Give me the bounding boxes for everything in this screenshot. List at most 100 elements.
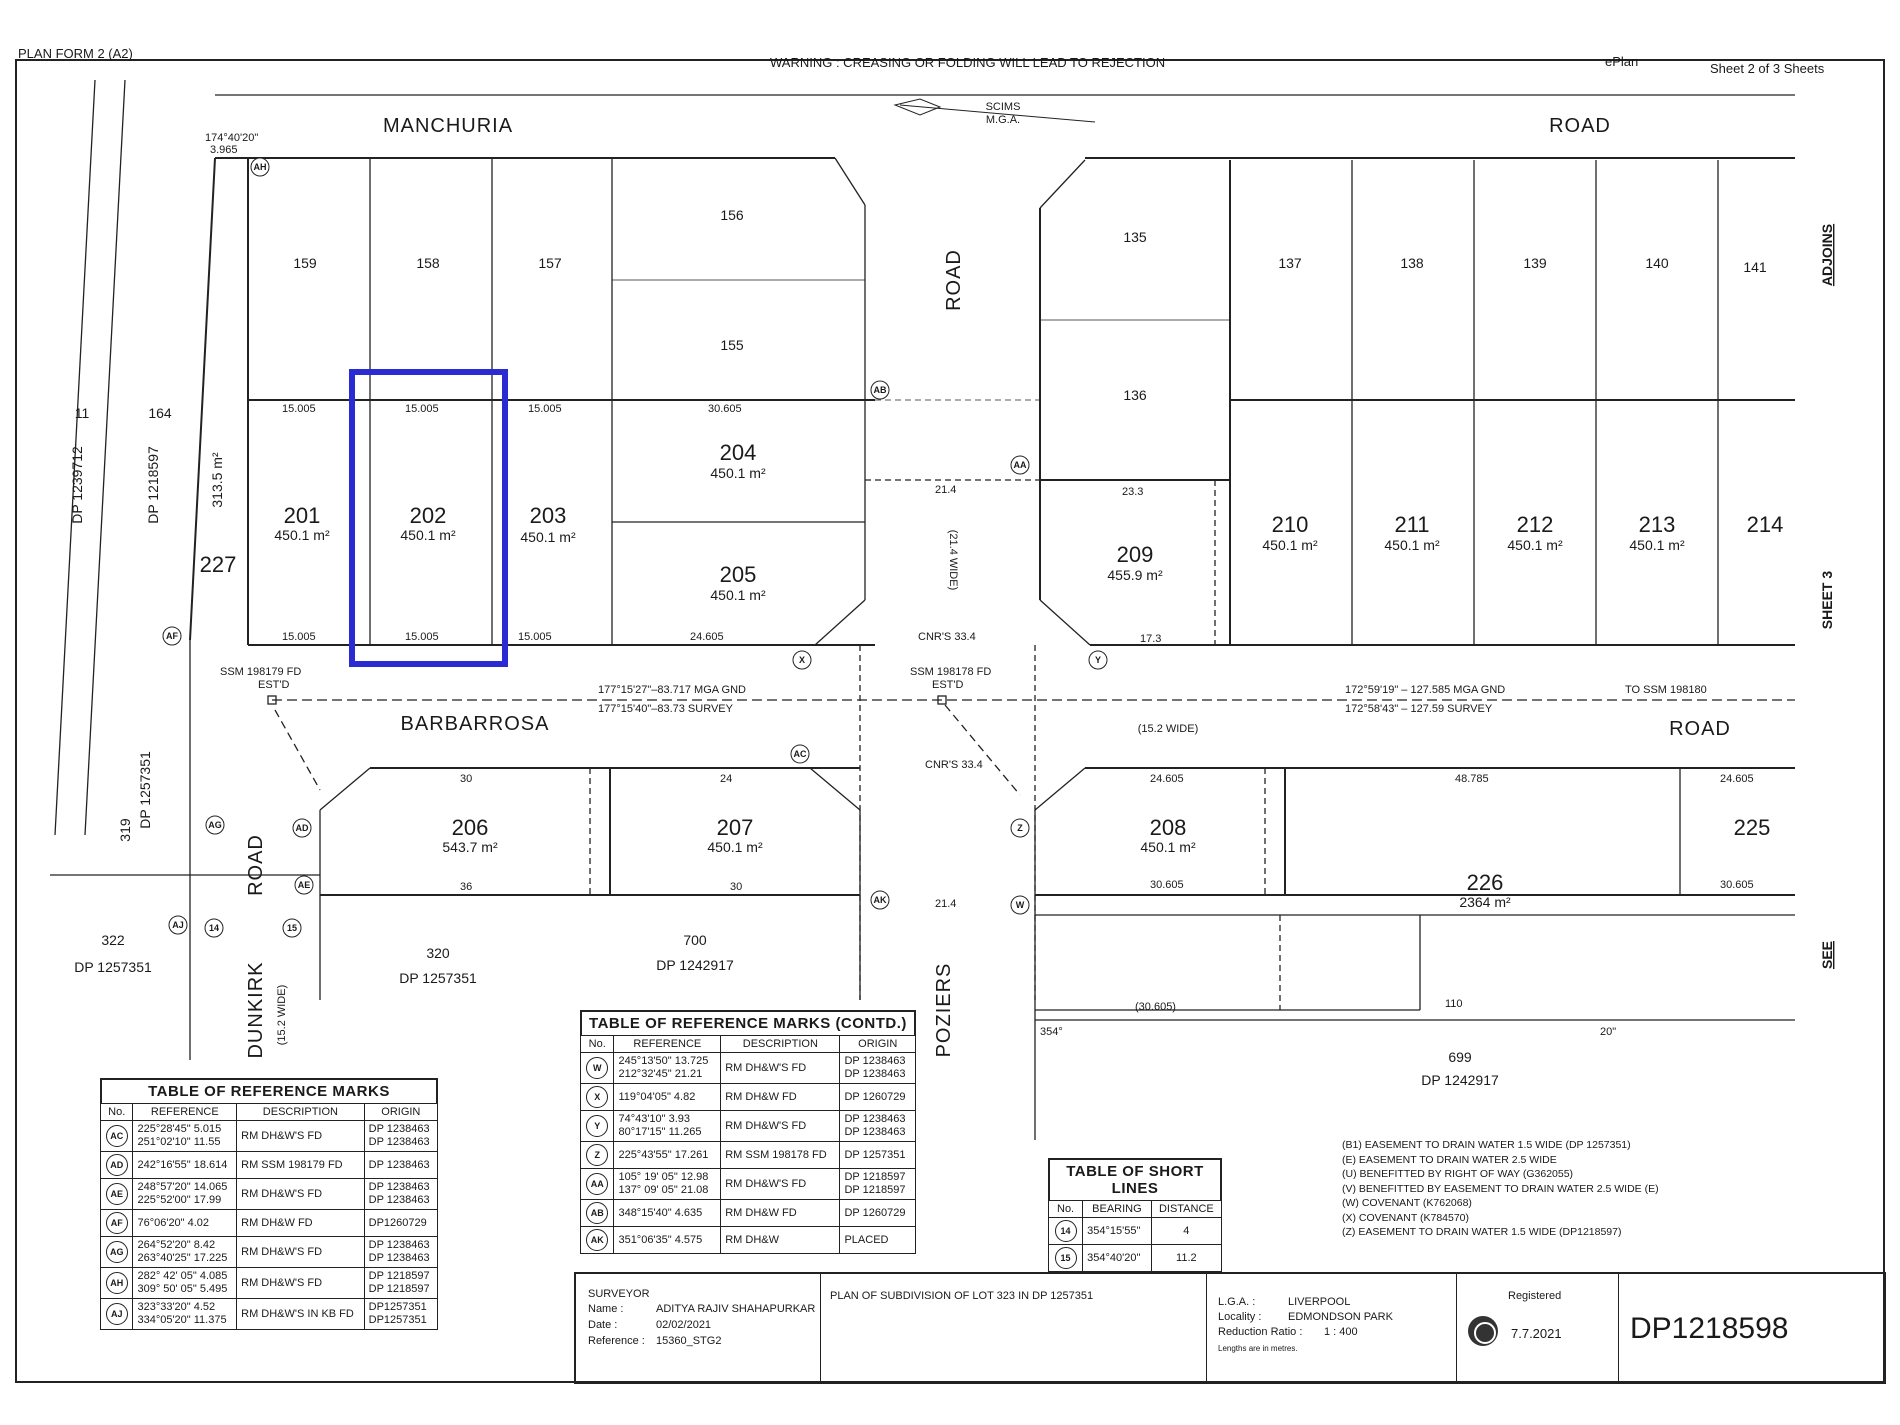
- lot-225-number: 225: [1734, 815, 1771, 840]
- mark-ab: AB: [870, 380, 890, 400]
- lga-label: L.G.A. :: [1218, 1296, 1256, 1308]
- dim-30-b: 30: [730, 881, 742, 893]
- ref-mark-description: RM DH&W FD: [720, 1083, 841, 1111]
- dp-number: DP1218598: [1630, 1312, 1789, 1345]
- dim-30605: 30.605: [708, 403, 742, 415]
- registered-date: 7.7.2021: [1511, 1326, 1562, 1341]
- lot-207-area: 450.1 m²: [707, 839, 763, 855]
- barbarrosa-width: (15.2 WIDE): [1138, 723, 1199, 735]
- north-scims: SCIMS: [986, 101, 1021, 113]
- dp-lot-159: 159: [293, 255, 317, 271]
- svg-text:AC: AC: [794, 749, 807, 759]
- lot-210-number: 210: [1272, 512, 1309, 537]
- mark-x: X: [792, 650, 812, 670]
- dim-15005-f: 15.005: [518, 631, 552, 643]
- header-warning: WARNING : CREASING OR FOLDING WILL LEAD …: [770, 55, 1166, 70]
- dim-24: 24: [720, 773, 732, 785]
- ref-mark-no: AC: [99, 1120, 134, 1152]
- svg-text:AB: AB: [874, 385, 887, 395]
- lot-214-number: 214: [1747, 512, 1784, 537]
- ref-mark-badge: Z: [586, 1144, 609, 1166]
- north-mga: M.G.A.: [986, 114, 1020, 126]
- dim-cnrs-2: CNR'S 33.4: [925, 759, 983, 771]
- easement-item: (Z) EASEMENT TO DRAIN WATER 1.5 WIDE (DP…: [1342, 1226, 1622, 1238]
- trm-h-no: No.: [99, 1103, 134, 1121]
- trm-h-ref: REFERENCE: [132, 1103, 238, 1121]
- easement-item: (V) BENEFITTED BY EASEMENT TO DRAIN WATE…: [1342, 1182, 1659, 1195]
- short-line-badge: 15: [1054, 1247, 1077, 1269]
- trm-h-origin: ORIGIN: [363, 1103, 439, 1121]
- ref-mark-badge: AD: [105, 1154, 128, 1176]
- ref-mark-no: AJ: [99, 1298, 134, 1330]
- title-block: SURVEYOR Name : ADITYA RAJIV SHAHAPURKAR…: [574, 1272, 1886, 1384]
- table-reference-marks-contd-title: TABLE OF REFERENCE MARKS (CONTD.): [580, 1010, 916, 1035]
- road-manchuria: MANCHURIA: [383, 115, 513, 137]
- bearing-2: 177°15'40"–83.73 SURVEY: [598, 703, 734, 715]
- dp-700: DP 1242917: [656, 957, 734, 973]
- ref-mark-no: AB: [579, 1199, 615, 1227]
- registered-label: Registered: [1508, 1290, 1562, 1302]
- lot-226-number: 226: [1467, 870, 1504, 895]
- trmc-h-ref: REFERENCE: [613, 1035, 722, 1053]
- easement-item: (U) BENEFITTED BY RIGHT OF WAY (G362055): [1342, 1168, 1574, 1180]
- ref-mark-description: RM DH&W'S IN KB FD: [236, 1298, 365, 1330]
- reference-value: 15360_STG2: [656, 1335, 722, 1347]
- svg-text:W: W: [1016, 900, 1025, 910]
- dp-lot-136: 136: [1123, 387, 1147, 403]
- dim-15005-d: 15.005: [282, 631, 316, 643]
- dp2-label: DP 1239712: [69, 446, 85, 524]
- dp-lot-137: 137: [1278, 255, 1302, 271]
- svg-text:14: 14: [209, 923, 219, 933]
- mark-ag: AG: [205, 815, 225, 835]
- bearing-1: 177°15'27"–83.717 MGA GND: [598, 684, 746, 696]
- dim-110: 110: [1445, 998, 1463, 1010]
- ref-mark-reference: 119°04'05" 4.82: [613, 1083, 722, 1111]
- dim-bearing-top: 174°40'20": [205, 132, 258, 144]
- title-plan-box: PLAN OF SUBDIVISION OF LOT 323 IN DP 125…: [820, 1274, 1207, 1382]
- road-dunkirk: DUNKIRK: [245, 961, 267, 1058]
- bearing-3: 172°59'19" – 127.585 MGA GND: [1345, 684, 1505, 696]
- road-barbarrosa-road: ROAD: [1669, 718, 1731, 740]
- mark-ae: AE: [294, 875, 314, 895]
- lot-320: 320: [426, 945, 450, 961]
- ref-mark-description: RM DH&W'S FD: [236, 1120, 365, 1152]
- ref-mark-origin: PLACED: [839, 1226, 916, 1254]
- locality-value: EDMONDSON PARK: [1288, 1311, 1393, 1323]
- ref-mark-reference: 76°06'20" 4.02: [132, 1209, 238, 1237]
- dim-20: 20": [1600, 1026, 1616, 1038]
- dim-3965: 3.965: [210, 144, 238, 156]
- dim-cnrs: CNR'S 33.4: [918, 631, 976, 643]
- lot-210-area: 450.1 m²: [1262, 537, 1318, 553]
- table-reference-marks: TABLE OF REFERENCE MARKS No. REFERENCE D…: [99, 1078, 439, 1330]
- lengths-note: Lengths are in metres.: [1218, 1344, 1298, 1353]
- ssm-1-estd: EST'D: [258, 679, 289, 691]
- short-line-no: 14: [1047, 1217, 1084, 1245]
- dp1-num: 164: [148, 405, 172, 421]
- dim-24605-b: 24.605: [1150, 773, 1184, 785]
- ref-mark-origin: DP 1257351: [839, 1141, 916, 1169]
- lot-203-area: 450.1 m²: [520, 529, 576, 545]
- ref-mark-badge: AA: [586, 1173, 609, 1195]
- lot-700: 700: [683, 932, 707, 948]
- title-dp-box: DP1218598: [1618, 1274, 1882, 1382]
- ref-mark-no: Z: [579, 1141, 615, 1169]
- mark-w: W: [1010, 895, 1030, 915]
- reference-label: Reference :: [588, 1335, 645, 1347]
- lot-227-area: 313.5 m²: [209, 452, 225, 508]
- registered-seal-icon: [1468, 1316, 1498, 1346]
